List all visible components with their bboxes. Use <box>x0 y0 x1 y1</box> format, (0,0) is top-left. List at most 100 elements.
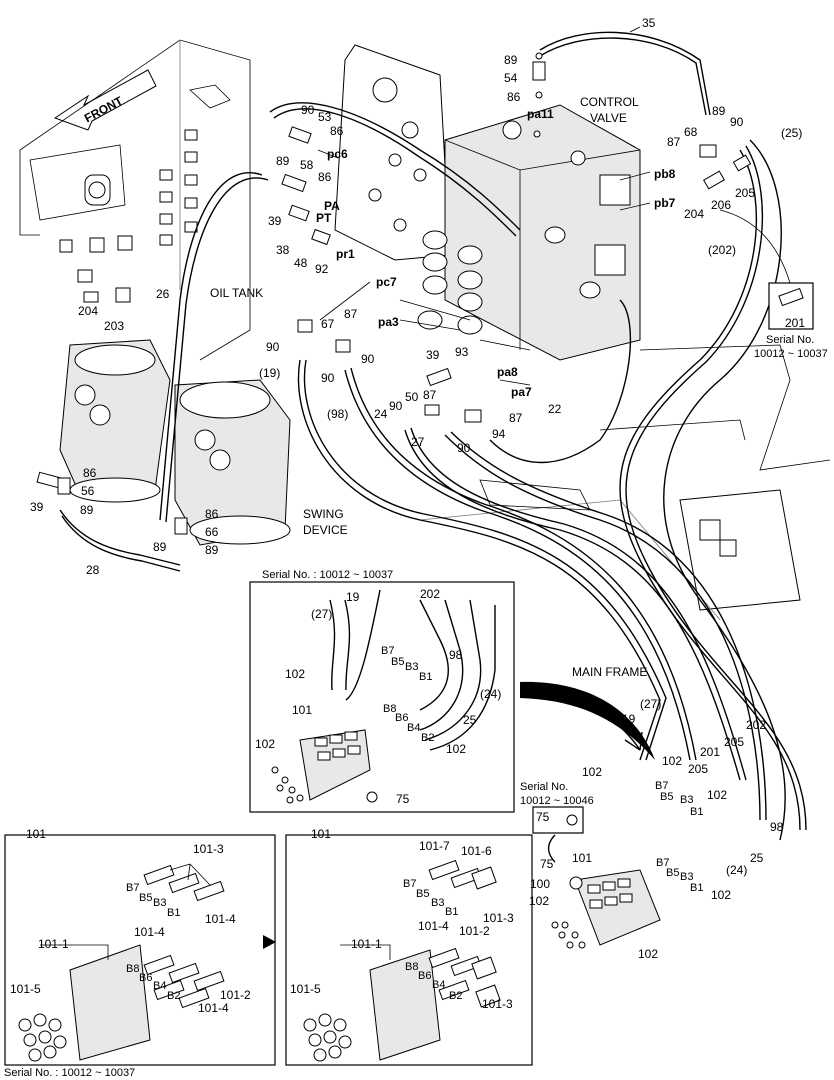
label-35: 35 <box>642 16 656 30</box>
bm-label-B5: B5 <box>416 888 429 900</box>
label-86e: 86 <box>205 507 219 521</box>
inset-label-B4: B4 <box>407 722 420 734</box>
serial-mid-label-2: 10012 ~ 10046 <box>520 795 594 807</box>
control-valve: CONTROL VALVE <box>417 95 641 361</box>
label-202a: (202) <box>708 243 736 257</box>
port-pr1: pr1 <box>336 247 355 261</box>
label-86a: 86 <box>507 90 521 104</box>
inset-label-102c: 102 <box>255 737 275 751</box>
hoses <box>59 31 807 841</box>
inset-label-B3: B3 <box>405 661 418 673</box>
serial-right-label-1: Serial No. <box>766 334 814 346</box>
label-89a: 89 <box>504 53 518 67</box>
label-86b: 86 <box>330 124 344 138</box>
right-label-205a: 205 <box>724 735 744 749</box>
right-label-B1a: B1 <box>690 806 703 818</box>
label-203: 203 <box>104 319 124 333</box>
bl-label-101-4c: 101-4 <box>198 1001 229 1015</box>
label-94: 94 <box>492 427 506 441</box>
label-90a: 90 <box>301 103 315 117</box>
inset-label-B2: B2 <box>421 732 434 744</box>
label-86c: 86 <box>318 170 332 184</box>
right-label-205b: 205 <box>688 762 708 776</box>
inset-label-27: (27) <box>311 607 332 621</box>
label-38: 38 <box>276 243 290 257</box>
bm-label-101-6: 101-6 <box>461 844 492 858</box>
port-pc7: pc7 <box>376 275 397 289</box>
label-54: 54 <box>504 71 518 85</box>
bm-label-B6: B6 <box>418 970 431 982</box>
right-label-202: 202 <box>746 718 766 732</box>
inset-label-98: 98 <box>449 648 463 662</box>
serial-right-label-2: 10012 ~ 10037 <box>754 348 828 360</box>
bottom-middle-inset <box>285 834 533 1066</box>
label-58: 58 <box>300 158 314 172</box>
label-50: 50 <box>405 390 419 404</box>
bl-label-B7: B7 <box>126 882 139 894</box>
front-arrow: FRONT <box>53 69 157 131</box>
label-204a: 204 <box>78 304 98 318</box>
right-label-101: 101 <box>572 851 592 865</box>
inset-label-19: 19 <box>346 590 360 604</box>
label-27: 27 <box>411 435 425 449</box>
port-pa7: pa7 <box>511 385 532 399</box>
right-manifold <box>551 869 661 949</box>
label-67: 67 <box>321 317 335 331</box>
right-label-75a: 75 <box>536 810 550 824</box>
label-19a: (19) <box>259 366 280 380</box>
swing-device: SWING DEVICE <box>59 339 348 546</box>
label-90c: 90 <box>266 340 280 354</box>
label-39a: 39 <box>268 214 282 228</box>
port-PA: PA <box>324 199 340 213</box>
inset-label-B7: B7 <box>381 645 394 657</box>
inset-label-102b: 102 <box>446 742 466 756</box>
valve-plate <box>334 44 451 261</box>
right-label-B5b: B5 <box>666 867 679 879</box>
swing-device-label-1: SWING <box>303 507 344 521</box>
leader-lines <box>169 26 651 886</box>
serial-center-label: Serial No. : 10012 ~ 10037 <box>262 569 393 581</box>
right-label-75b: 75 <box>540 857 554 871</box>
bm-label-101-4: 101-4 <box>418 919 449 933</box>
bl-label-101-5: 101-5 <box>10 982 41 996</box>
bl-label-B5: B5 <box>139 892 152 904</box>
bm-label-101-3b: 101-3 <box>482 997 513 1011</box>
inset-label-B1: B1 <box>419 671 432 683</box>
label-204b: 204 <box>684 207 704 221</box>
right-label-201: 201 <box>700 745 720 759</box>
inset-label-B8: B8 <box>383 703 396 715</box>
label-90e: 90 <box>321 371 335 385</box>
inset-201 <box>719 209 814 330</box>
control-valve-label-2: VALVE <box>590 111 627 125</box>
label-98a: (98) <box>327 407 348 421</box>
label-89c: 89 <box>712 104 726 118</box>
label-24: 24 <box>374 407 388 421</box>
bl-label-B1: B1 <box>167 907 180 919</box>
curved-arrow-fill <box>520 681 655 760</box>
right-label-100: 100 <box>530 877 550 891</box>
right-label-B3b: B3 <box>680 871 693 883</box>
serial-bottom-label: Serial No. : 10012 ~ 10037 <box>4 1067 135 1079</box>
right-label-19: 19 <box>622 712 636 726</box>
label-68: 68 <box>684 125 698 139</box>
right-label-B7b: B7 <box>656 857 669 869</box>
bm-label-B1: B1 <box>445 906 458 918</box>
label-89b: 89 <box>276 154 290 168</box>
port-pc6: pc6 <box>327 147 348 161</box>
label-92: 92 <box>315 262 329 276</box>
label-87d: 87 <box>509 411 523 425</box>
port-pb7: pb7 <box>654 196 676 210</box>
label-201a: 201 <box>785 316 805 330</box>
bl-label-101-1: 101-1 <box>38 937 69 951</box>
right-label-102f: 102 <box>638 947 658 961</box>
bm-label-101-7: 101-7 <box>419 839 450 853</box>
inset-label-25: 25 <box>463 713 477 727</box>
label-87b: 87 <box>344 307 358 321</box>
main-frame: MAIN FRAME <box>419 344 831 679</box>
label-39c: 39 <box>30 500 44 514</box>
right-label-102c: 102 <box>707 788 727 802</box>
label-90g: 90 <box>457 441 471 455</box>
inset-label-24: (24) <box>480 687 501 701</box>
bl-label-B8: B8 <box>126 963 139 975</box>
